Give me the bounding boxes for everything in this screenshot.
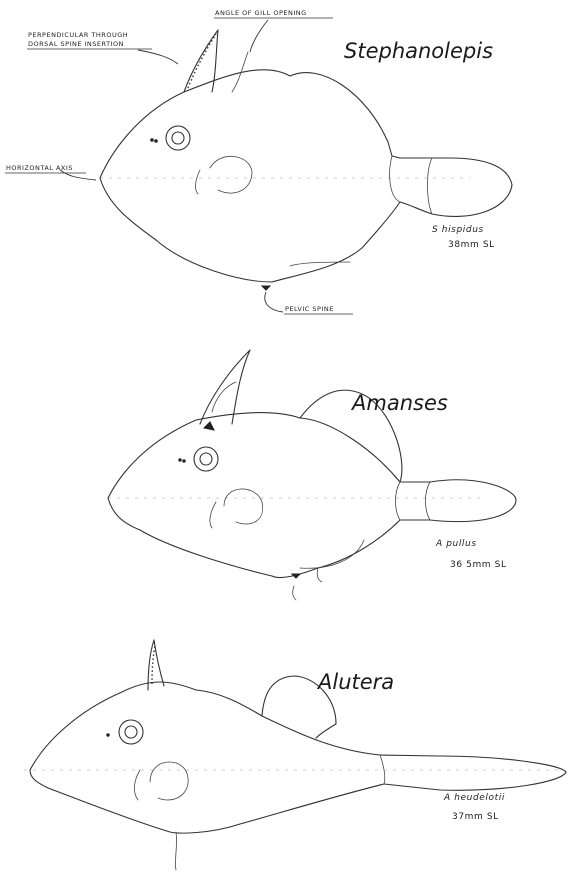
size-label: 38mm SL — [448, 240, 495, 250]
pelvic-spine-mark — [262, 286, 270, 290]
pectoral-fin — [224, 489, 263, 524]
pelvic-spine-tip — [175, 832, 176, 870]
size-label: 36 5mm SL — [450, 560, 507, 570]
species-label: A heudelotii — [443, 793, 505, 803]
fish-alutera: Alutera A heudelotii 37mm SL — [24, 640, 566, 870]
eye-outer — [119, 720, 143, 744]
nostril — [107, 734, 109, 736]
caudal-peduncle — [396, 482, 401, 520]
eye-inner — [125, 726, 137, 738]
fish-amanses: Amanses A pullus 36 5mm SL — [108, 350, 516, 600]
annotation-pelvic-spine: PELVIC SPINE — [285, 305, 334, 313]
caudal-peduncle — [390, 156, 400, 202]
leader-line — [265, 292, 283, 312]
nostril — [179, 459, 181, 461]
annotation-angle-gill: ANGLE OF GILL OPENING — [215, 9, 307, 17]
pelvic-fin — [290, 262, 350, 266]
caudal-fin-base — [428, 158, 433, 214]
eye-outer — [166, 126, 190, 150]
nostril — [155, 140, 158, 143]
fish-stephanolepis: PERPENDICULAR THROUGH DORSAL SPINE INSER… — [5, 9, 512, 314]
species-label: A pullus — [435, 539, 477, 549]
annotation-perpendicular-line1: PERPENDICULAR THROUGH — [28, 31, 128, 39]
pectoral-fin — [210, 156, 252, 193]
eye-inner — [172, 132, 184, 144]
nostril — [183, 460, 185, 462]
annotation-perpendicular-line2: DORSAL SPINE INSERTION — [28, 40, 124, 48]
genus-label: Amanses — [350, 391, 448, 415]
leader-line — [250, 20, 268, 52]
gill-opening — [210, 502, 216, 528]
gill-opening — [134, 770, 140, 800]
eye-outer — [194, 447, 218, 471]
annotation-horizontal-axis: HORIZONTAL AXIS — [6, 164, 73, 172]
fish-body-outline — [100, 70, 512, 282]
caudal-peduncle — [380, 755, 385, 784]
gill-opening — [196, 170, 200, 194]
caudal-fin-base — [426, 482, 431, 520]
size-label: 37mm SL — [452, 812, 499, 822]
leader-line — [138, 50, 178, 64]
dorsal-spine-hatching — [152, 646, 155, 684]
dorsal-spine — [184, 30, 218, 92]
nostril — [151, 139, 154, 142]
genus-label: Alutera — [316, 670, 394, 694]
genus-label: Stephanolepis — [344, 39, 493, 63]
pectoral-fin — [150, 762, 188, 800]
species-label: S hispidus — [432, 225, 484, 235]
anal-fin-tip — [317, 568, 322, 582]
dorsal-spine-hatching — [212, 382, 236, 412]
spine-base-mark — [204, 422, 214, 430]
dorsal-spine-hatching — [188, 34, 216, 88]
fish-body-outline — [30, 682, 566, 833]
pelvic-spine-tip — [293, 586, 296, 600]
fish-body-outline — [108, 413, 516, 578]
eye-inner — [200, 453, 212, 465]
